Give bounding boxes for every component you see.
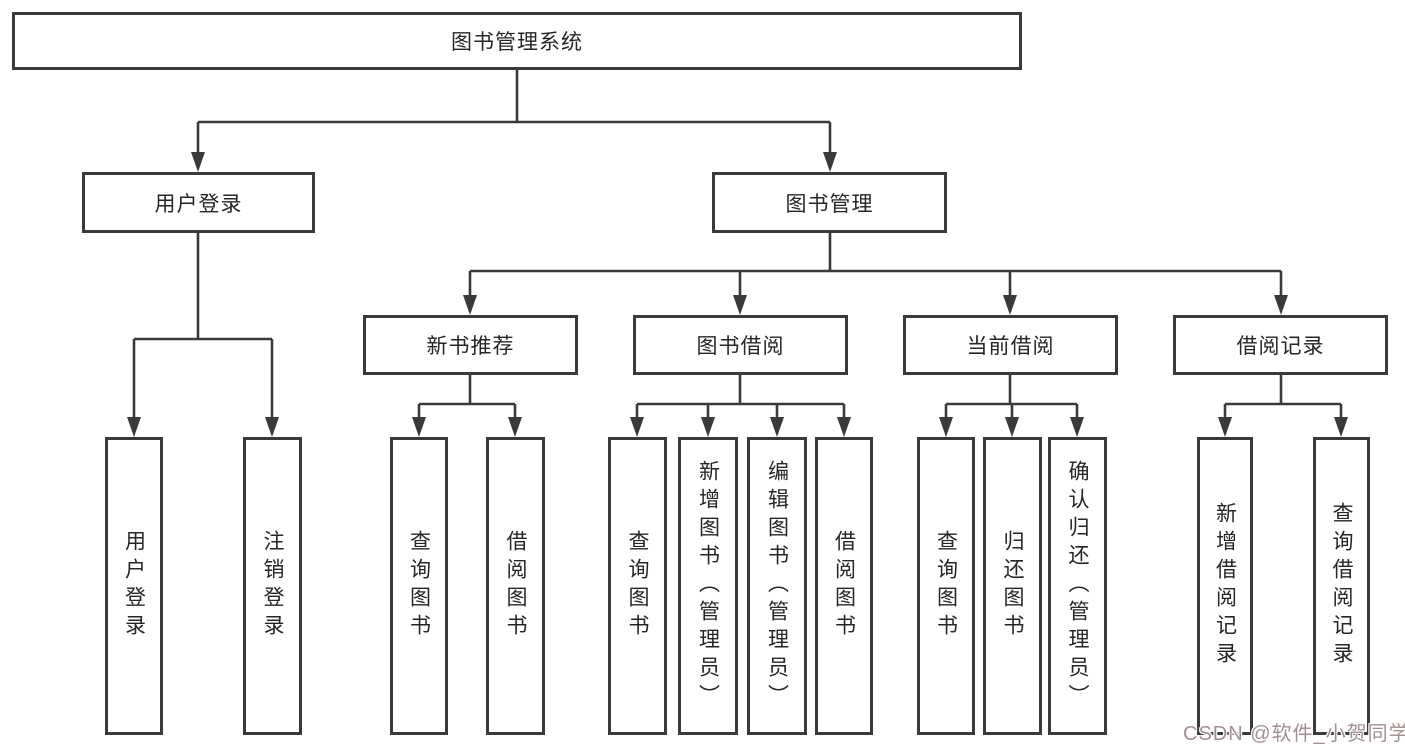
node-borrow-records: 借阅记录 xyxy=(1173,315,1388,375)
arrowhead xyxy=(127,417,141,437)
node-new-book-recommend: 新书推荐 xyxy=(363,315,578,375)
arrowhead xyxy=(701,417,715,437)
arrowhead xyxy=(630,417,644,437)
arrowhead xyxy=(823,152,837,172)
connector-new-book-recommend xyxy=(417,375,517,419)
leaf-add-book-admin: 新增图书（管理员） xyxy=(678,437,738,735)
arrowhead xyxy=(770,417,784,437)
watermark: CSDN @软件_小贺同学 xyxy=(1183,723,1405,745)
connector-book-management xyxy=(468,233,1283,297)
node-book-borrow: 图书借阅 xyxy=(633,315,848,375)
leaf-add-borrow-record: 新增借阅记录 xyxy=(1197,437,1253,735)
arrowhead xyxy=(939,417,953,437)
connector-book-borrow xyxy=(635,375,846,419)
node-current-borrow: 当前借阅 xyxy=(903,315,1118,375)
arrowhead xyxy=(837,417,851,437)
arrowhead xyxy=(191,152,205,172)
arrowhead xyxy=(463,295,477,315)
leaf-query-borrow-record: 查询借阅记录 xyxy=(1313,437,1370,735)
leaf-borrow-books: 借阅图书 xyxy=(815,437,873,735)
connector-root xyxy=(196,70,832,154)
arrowhead xyxy=(1274,295,1288,315)
leaf-return-books: 归还图书 xyxy=(983,437,1042,735)
leaf-edit-book-admin: 编辑图书（管理员） xyxy=(747,437,807,735)
connector-user-login xyxy=(132,233,274,419)
arrowhead xyxy=(1334,417,1348,437)
connector-current-borrow xyxy=(944,375,1079,419)
arrowhead xyxy=(733,295,747,315)
node-user-login: 用户登录 xyxy=(82,172,315,233)
leaf-borrow-books-recommend: 借阅图书 xyxy=(486,437,545,735)
arrowhead xyxy=(508,417,522,437)
leaf-confirm-return-admin: 确认归还（管理员） xyxy=(1048,437,1107,735)
arrowhead xyxy=(1070,417,1084,437)
leaf-query-books-current: 查询图书 xyxy=(917,437,975,735)
leaf-query-books-borrow: 查询图书 xyxy=(608,437,667,735)
arrowhead xyxy=(265,417,279,437)
leaf-user-login: 用户登录 xyxy=(105,437,163,735)
arrowhead xyxy=(412,417,426,437)
node-book-management: 图书管理 xyxy=(712,172,947,233)
arrowhead xyxy=(1003,295,1017,315)
arrowhead xyxy=(1218,417,1232,437)
node-book-management-system: 图书管理系统 xyxy=(12,12,1022,70)
arrowhead xyxy=(1005,417,1019,437)
connector-borrow-records xyxy=(1223,375,1343,419)
leaf-query-books-recommend: 查询图书 xyxy=(390,437,448,735)
leaf-logout: 注销登录 xyxy=(243,437,302,735)
